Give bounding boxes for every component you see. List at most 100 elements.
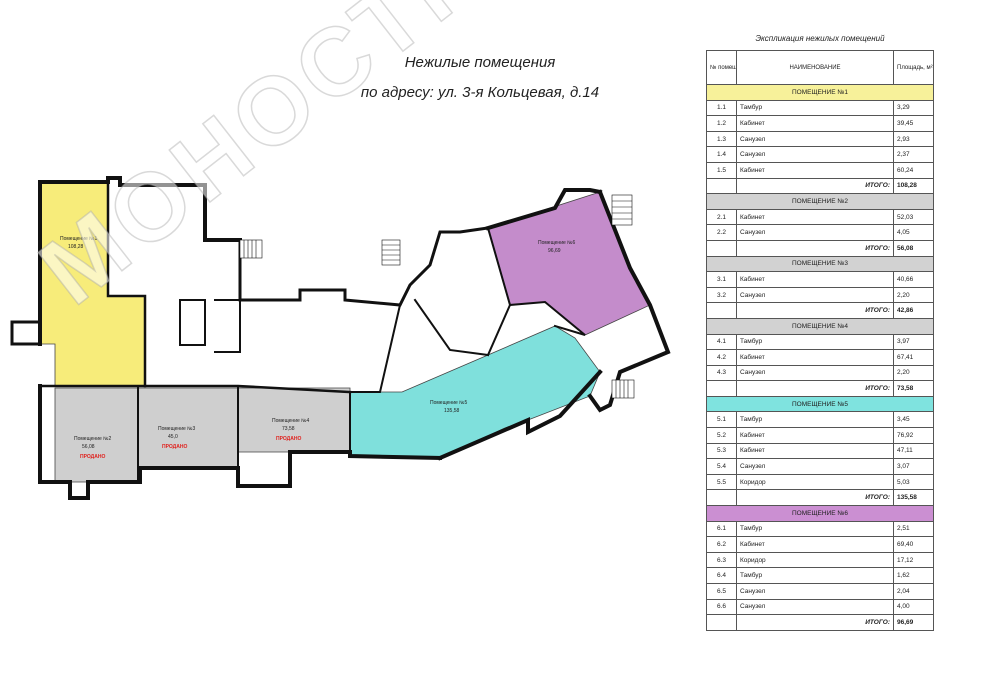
section-total-row: ИТОГО:108,28 xyxy=(706,177,934,195)
total-value: 135,58 xyxy=(893,489,934,507)
total-value: 96,69 xyxy=(893,614,934,631)
total-spacer xyxy=(706,177,737,195)
premise-2-status: ПРОДАНО xyxy=(80,454,105,460)
premise-4-name: Помещение №4 xyxy=(272,418,310,424)
room-name: Санузел xyxy=(736,286,894,304)
premise-5-area[interactable] xyxy=(349,325,601,459)
section-header: ПОМЕЩЕНИЕ №2 xyxy=(706,193,934,210)
total-label: ИТОГО: xyxy=(736,380,894,397)
room-name: Санузел xyxy=(736,146,894,163)
room-name: Тамбур xyxy=(736,520,894,538)
section-header: ПОМЕЩЕНИЕ №1 xyxy=(706,84,934,101)
section-header: ПОМЕЩЕНИЕ №3 xyxy=(706,255,934,273)
section-total-row: ИТОГО:135,58 xyxy=(706,489,934,507)
room-name: Кабинет xyxy=(736,115,894,132)
room-name: Кабинет xyxy=(736,208,894,226)
total-label: ИТОГО: xyxy=(736,302,894,319)
room-area: 3,07 xyxy=(893,458,934,475)
total-spacer xyxy=(706,302,737,319)
room-name: Тамбур xyxy=(736,333,894,351)
room-area: 69,40 xyxy=(893,536,934,553)
room-area: 3,97 xyxy=(893,333,934,351)
premise-6-area-value: 96,69 xyxy=(548,248,561,254)
premise-2-area-value: 56,08 xyxy=(82,444,95,450)
room-area: 2,20 xyxy=(893,286,934,304)
room-area: 3,29 xyxy=(893,99,934,117)
room-number: 4.3 xyxy=(706,364,737,382)
room-name: Санузел xyxy=(736,458,894,475)
room-name: Тамбур xyxy=(736,99,894,117)
room-number: 1.1 xyxy=(706,99,737,117)
explication-table: № помещ. НАИМЕНОВАНИЕ Площадь, м² ПОМЕЩЕ… xyxy=(706,50,934,631)
room-area: 17,12 xyxy=(893,551,934,569)
room-number: 6.5 xyxy=(706,583,737,600)
room-area: 52,03 xyxy=(893,208,934,226)
premise-3-area-value: 45,0 xyxy=(168,434,178,440)
total-spacer xyxy=(706,380,737,397)
room-number: 5.5 xyxy=(706,473,737,491)
explication-panel: Экспликация нежилых помещений № помещ. Н… xyxy=(706,30,934,631)
section-title: ПОМЕЩЕНИЕ №2 xyxy=(706,193,934,210)
room-number: 1.4 xyxy=(706,146,737,163)
room-number: 3.1 xyxy=(706,271,737,288)
premise-6-name: Помещение №6 xyxy=(538,240,576,246)
section-total-row: ИТОГО:42,86 xyxy=(706,302,934,319)
section-title: ПОМЕЩЕНИЕ №6 xyxy=(706,505,934,522)
section-header: ПОМЕЩЕНИЕ №6 xyxy=(706,505,934,522)
room-number: 6.3 xyxy=(706,551,737,569)
total-label: ИТОГО: xyxy=(736,239,894,257)
room-number: 6.4 xyxy=(706,567,737,584)
section-title: ПОМЕЩЕНИЕ №5 xyxy=(706,395,934,413)
total-spacer xyxy=(706,614,737,631)
room-name: Тамбур xyxy=(736,567,894,584)
total-label: ИТОГО: xyxy=(736,489,894,507)
premise-4-status: ПРОДАНО xyxy=(276,436,301,442)
room-number: 5.1 xyxy=(706,411,737,429)
total-spacer xyxy=(706,239,737,257)
room-name: Кабинет xyxy=(736,161,894,179)
floor-plan: Помещение №1 108,28 Помещение №2 56,08 П… xyxy=(10,176,671,500)
premise-1-name: Помещение №1 xyxy=(60,236,98,242)
plan-title-line1: Нежилые помещения xyxy=(404,54,556,71)
header-name: НАИМЕНОВАНИЕ xyxy=(736,50,894,85)
premise-4-area-value: 73,58 xyxy=(282,426,295,432)
room-area: 2,37 xyxy=(893,146,934,163)
room-number: 1.5 xyxy=(706,161,737,179)
header-num: № помещ. xyxy=(706,50,737,85)
section-title: ПОМЕЩЕНИЕ №1 xyxy=(706,84,934,101)
room-area: 1,62 xyxy=(893,567,934,584)
total-label: ИТОГО: xyxy=(736,614,894,631)
stairs xyxy=(239,194,635,399)
premise-2-area[interactable] xyxy=(54,387,139,483)
premise-1-area[interactable] xyxy=(39,181,146,387)
room-name: Санузел xyxy=(736,130,894,148)
section-header: ПОМЕЩЕНИЕ №4 xyxy=(706,317,934,335)
section-total-row: ИТОГО:56,08 xyxy=(706,239,934,257)
room-area: 2,51 xyxy=(893,520,934,538)
plan-title-line2: по адресу: ул. 3-я Кольцевая, д.14 xyxy=(360,84,600,101)
room-number: 1.2 xyxy=(706,115,737,132)
room-number: 6.1 xyxy=(706,520,737,538)
room-area: 5,03 xyxy=(893,473,934,491)
room-area: 3,45 xyxy=(893,411,934,429)
premise-5-area-value: 135,58 xyxy=(444,408,460,414)
room-name: Санузел xyxy=(736,583,894,600)
total-label: ИТОГО: xyxy=(736,177,894,195)
room-number: 4.1 xyxy=(706,333,737,351)
room-area: 2,20 xyxy=(893,364,934,382)
